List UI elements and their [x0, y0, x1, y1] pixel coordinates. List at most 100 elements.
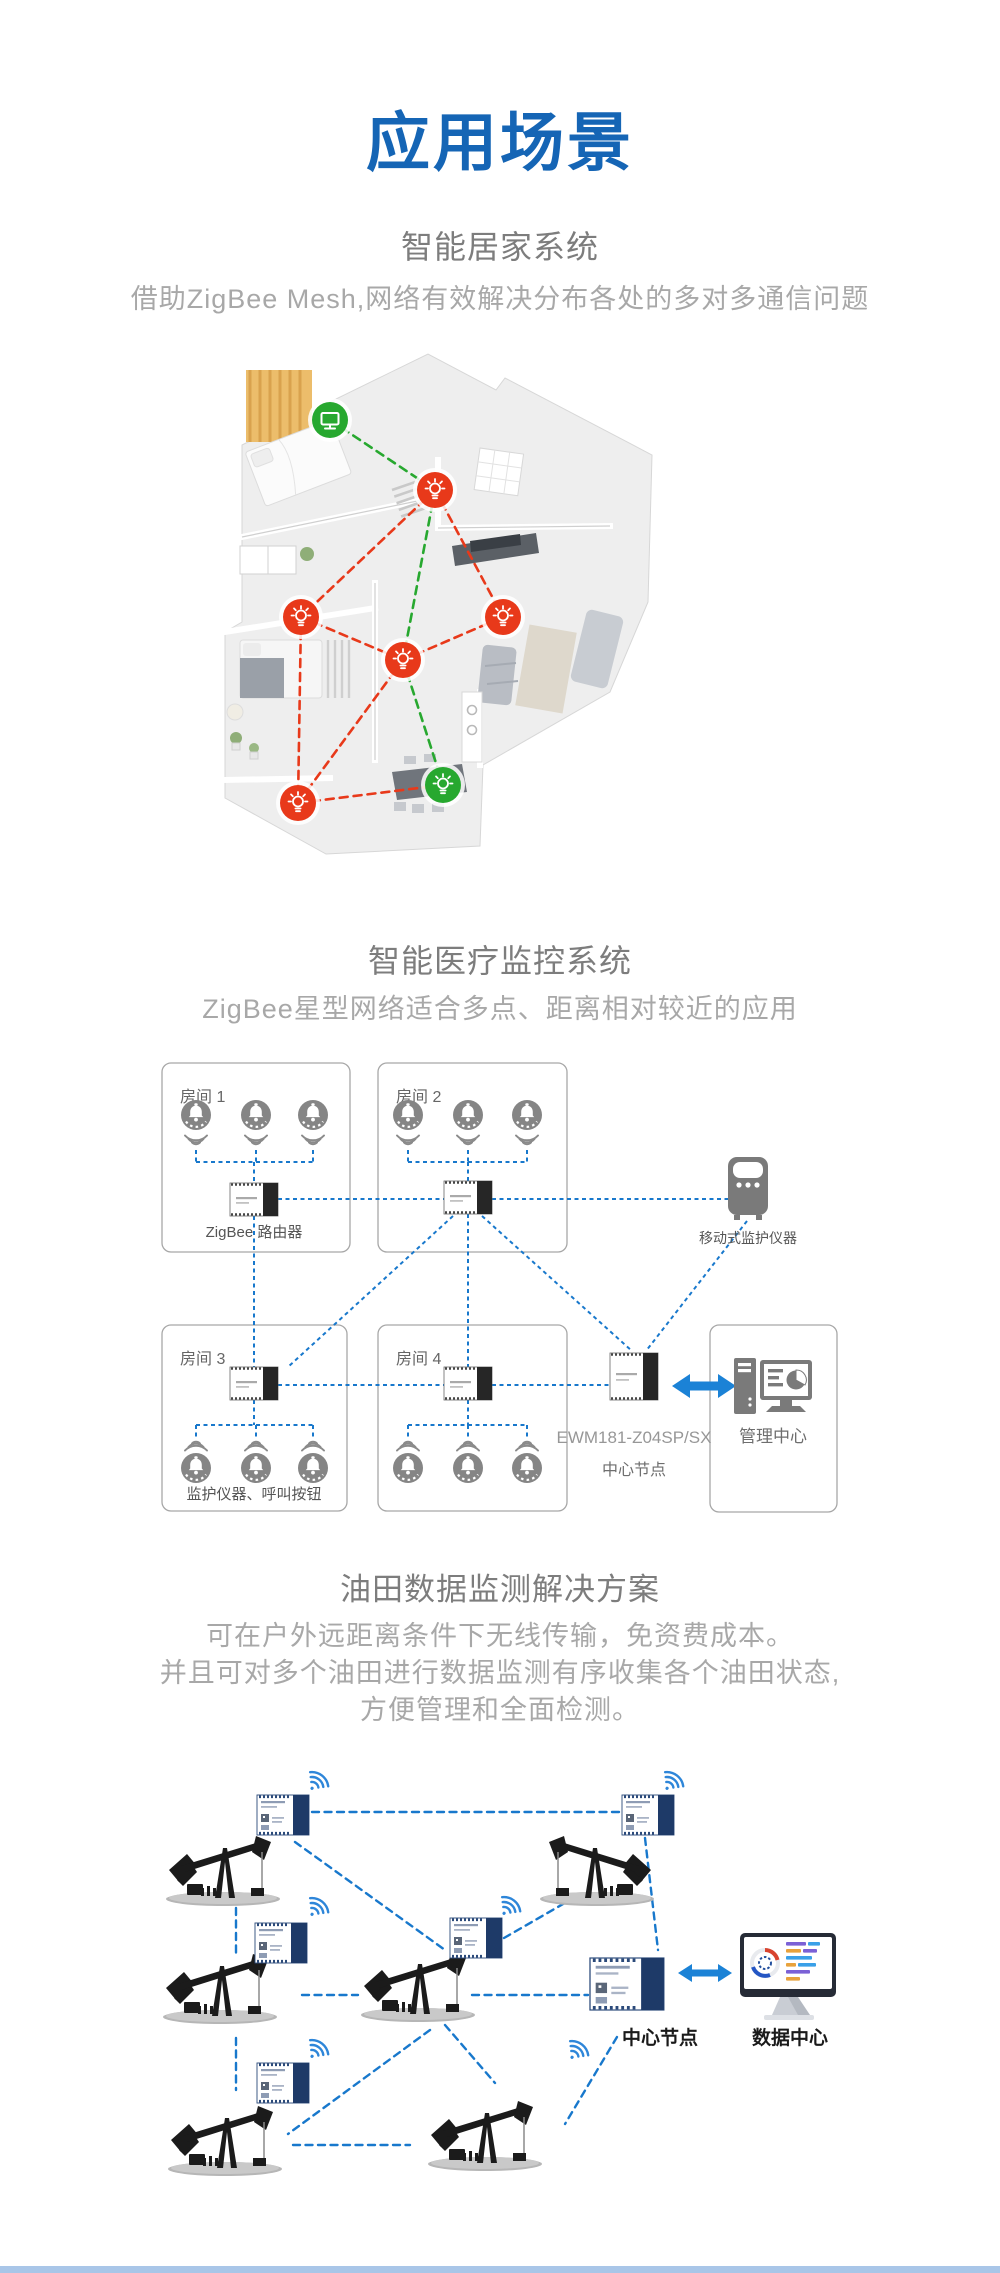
medical-links	[195, 1150, 748, 1437]
zigbee-module-icon	[255, 1793, 311, 1837]
room4-box	[377, 1324, 568, 1512]
call-bell-icon	[391, 1098, 425, 1132]
wifi-signal-icon	[456, 1134, 480, 1146]
zigbee-module-icon	[253, 1921, 309, 1965]
chaise	[570, 609, 624, 689]
oil-pumpjack-icon	[427, 2100, 543, 2172]
wifi-signal-icon	[300, 1893, 333, 1924]
wifi-signal-icon	[515, 1440, 539, 1452]
call-bell-icon	[179, 1451, 213, 1485]
oilfield-description: 可在户外远距离条件下无线传输，免资费成本。 并且可对多个油田进行数据监测有序收集…	[0, 1618, 1000, 1729]
smart-home-heading: 智能居家系统	[400, 229, 599, 265]
wifi-signal-icon	[396, 1134, 420, 1146]
kitchen-counter	[461, 691, 483, 763]
data-center-monitor-icon	[740, 1933, 836, 2020]
wifi-signal-icon	[301, 1134, 325, 1146]
call-bell-icon	[451, 1098, 485, 1132]
call-bell-icon	[510, 1098, 544, 1132]
zigbee-module-icon	[228, 1181, 280, 1218]
wifi-signal-icon	[560, 2036, 593, 2067]
bulb-node-icon	[412, 467, 458, 513]
center-node-label: 中心节点	[602, 1461, 666, 1479]
zigbee-module-icon	[442, 1179, 494, 1216]
wifi-signal-icon	[184, 1134, 208, 1146]
medical-description: ZigBee星型网络适合多点、距离相对较近的应用	[202, 994, 798, 1024]
oilfield-description-line: 并且可对多个油田进行数据监测有序收集各个油田状态,	[159, 1658, 841, 1688]
room2-box	[377, 1062, 568, 1253]
oilfield-links	[234, 1810, 660, 2147]
wardrobe	[239, 545, 314, 575]
page-title: 应用场景	[366, 107, 634, 179]
oil-pumpjack-icon	[167, 2105, 283, 2177]
center-node-module-icon	[609, 1352, 659, 1401]
shelf	[473, 447, 525, 497]
call-bell-icon	[296, 1098, 330, 1132]
wifi-signal-icon	[655, 1767, 688, 1798]
zigbee-module-icon	[442, 1365, 494, 1402]
wifi-signal-icon	[456, 1440, 480, 1452]
management-label: 管理中心	[739, 1427, 807, 1446]
wifi-signal-icon	[300, 2035, 333, 2066]
center-node-model-label: EWM181-Z04SP/SX	[557, 1428, 712, 1447]
wifi-signal-icon	[301, 1440, 325, 1452]
call-bell-icon	[451, 1451, 485, 1485]
zigbee-module-icon	[620, 1793, 676, 1837]
zigbee-module-icon	[228, 1365, 280, 1402]
tv-screen	[470, 534, 521, 552]
mobile-monitor-icon	[728, 1157, 768, 1220]
oilfield-network-diagram: 中心节点 数据中心	[162, 1767, 836, 2177]
room3-label: 房间 3	[180, 1350, 225, 1368]
wifi-signal-icon	[492, 1892, 525, 1923]
mobile-monitor-label: 移动式监护仪器	[699, 1230, 797, 1246]
management-box	[709, 1324, 838, 1513]
smart-home-description: 借助ZigBee Mesh,网络有效解决分布各处的多对多通信问题	[130, 284, 870, 314]
router-label: ZigBee 路由器	[206, 1224, 303, 1241]
bulb-node-icon	[380, 637, 426, 683]
devices-label: 监护仪器、呼叫按钮	[186, 1486, 321, 1503]
plants	[230, 732, 259, 760]
bed	[245, 419, 352, 507]
call-bell-icon	[296, 1451, 330, 1485]
medical-heading: 智能医疗监控系统	[367, 943, 632, 979]
call-bell-icon	[239, 1451, 273, 1485]
data-center-label: 数据中心	[752, 2026, 828, 2049]
bed	[226, 639, 351, 721]
medical-network-diagram: 房间 1 房间 2 房间 3 房间 4 ZigBee 路由器 监护仪器、呼叫按钮	[161, 1062, 838, 1513]
oilfield-description-line: 可在户外远距离条件下无线传输，免资费成本。	[206, 1621, 794, 1651]
sofa	[477, 644, 519, 706]
room1-box	[161, 1062, 351, 1253]
zigbee-module-icon	[255, 2061, 311, 2105]
management-computer-icon	[734, 1358, 812, 1414]
oil-pumpjack-icon	[165, 1835, 281, 1907]
wifi-signal-icon	[244, 1134, 268, 1146]
oil-pumpjack-icon	[539, 1835, 655, 1907]
bulb-node-icon	[275, 780, 321, 826]
bulb-node-icon	[480, 594, 526, 640]
oilfield-heading: 油田数据监测解决方案	[340, 1572, 660, 1607]
wifi-signal-icon	[396, 1440, 420, 1452]
double-arrow-icon	[678, 1964, 732, 1982]
center-node-module-icon	[588, 1956, 666, 2012]
oilfield-description-line: 方便管理和全面检测。	[360, 1695, 640, 1725]
wifi-signal-icon	[184, 1440, 208, 1452]
bulb-node-icon	[420, 762, 466, 808]
call-bell-icon	[239, 1098, 273, 1132]
curtain	[246, 370, 312, 442]
wifi-signal-icon	[515, 1134, 539, 1146]
footer-accent-bar	[0, 2266, 1000, 2273]
call-bell-icon	[391, 1451, 425, 1485]
wifi-signal-icon	[300, 1767, 333, 1798]
room4-label: 房间 4	[396, 1350, 441, 1368]
call-bell-icon	[179, 1098, 213, 1132]
smart-home-floorplan	[221, 353, 653, 855]
call-bell-icon	[510, 1451, 544, 1485]
zigbee-module-icon	[448, 1916, 504, 1960]
oil-pumpjack-icon	[162, 1953, 278, 2025]
double-arrow-icon	[672, 1374, 736, 1398]
bulb-node-icon	[278, 594, 324, 640]
wifi-signal-icon	[244, 1440, 268, 1452]
oil-center-node-label: 中心节点	[622, 2026, 698, 2049]
oil-pumpjack-icon	[360, 1951, 476, 2023]
rug	[515, 624, 577, 714]
tv-node-icon	[307, 397, 353, 443]
